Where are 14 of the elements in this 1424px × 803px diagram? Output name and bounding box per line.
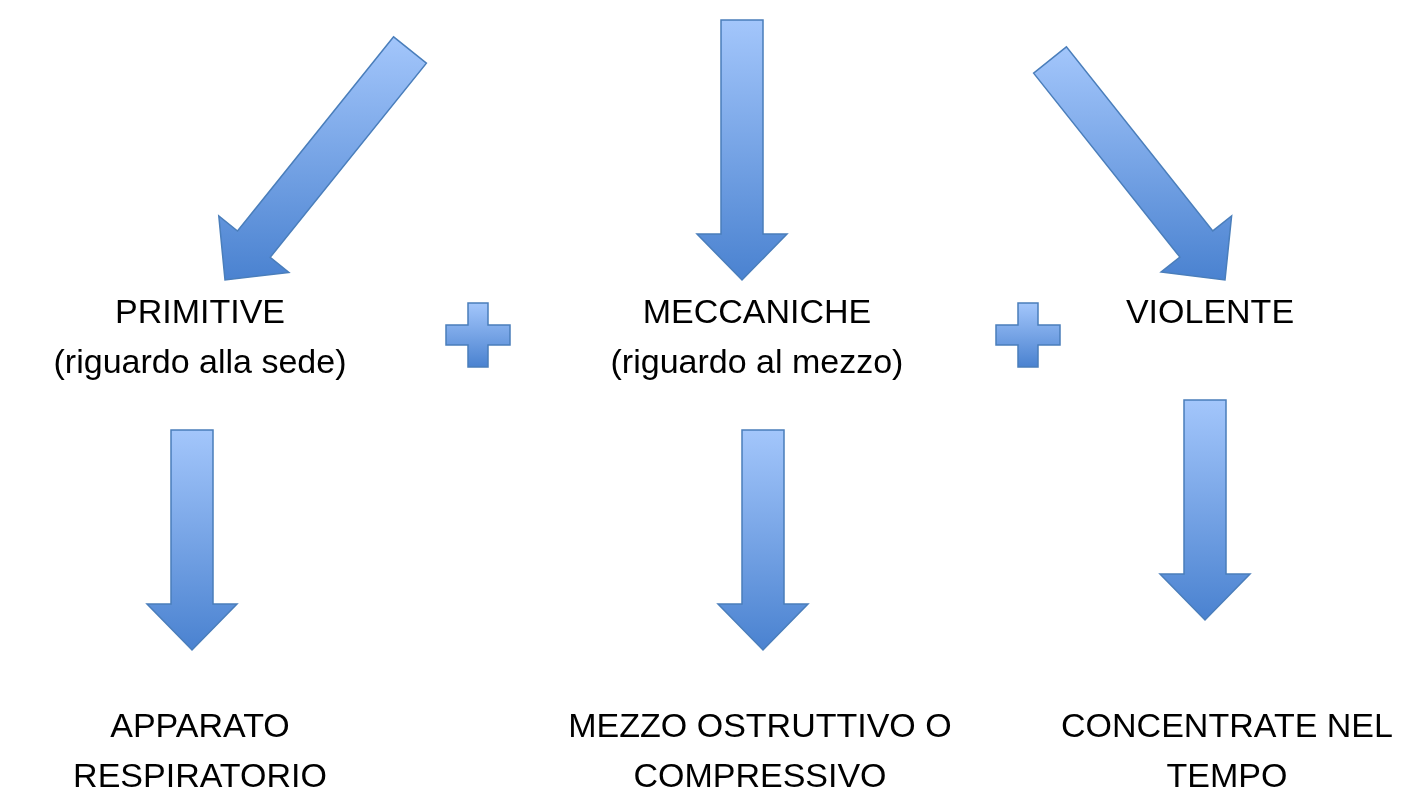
node-label: (riguardo alla sede) [53, 341, 347, 382]
node-label: (riguardo al mezzo) [610, 341, 904, 382]
block-arrow [145, 429, 239, 652]
block-arrow [1158, 399, 1252, 622]
node-label: MECCANICHE [642, 291, 872, 332]
node-label: PRIMITIVE [115, 291, 285, 332]
block-arrow [217, 35, 428, 281]
node-label: APPARATO RESPIRATORIO [72, 705, 328, 796]
block-arrow [716, 429, 810, 652]
block-arrow [1032, 45, 1233, 281]
node-label: VIOLENTE [1125, 291, 1295, 332]
block-arrow [695, 19, 789, 282]
node-label: MEZZO OSTRUTTIVO O COMPRESSIVO [567, 705, 953, 796]
node-label: CONCENTRATE NEL TEMPO [1060, 705, 1394, 796]
